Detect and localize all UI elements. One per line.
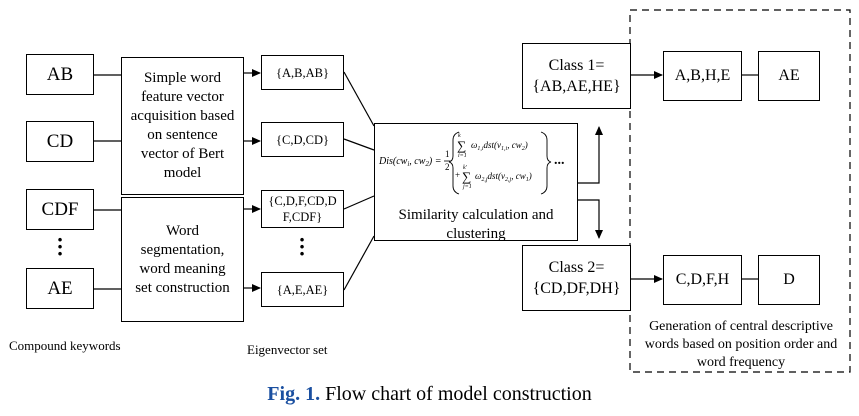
figure-title: Flow chart of model construction	[320, 383, 592, 405]
class2-set: {CD,DF,DH}	[532, 280, 621, 297]
segmentation-process-box: Word segmentation, word meaning set cons…	[121, 197, 244, 322]
similarity-label: Similarity calculation and clustering	[398, 207, 554, 242]
svg-text:+: +	[455, 170, 460, 180]
svg-text:∑: ∑	[457, 138, 466, 153]
svg-text:ω1,idst(v1,i, cw2): ω1,idst(v1,i, cw2)	[471, 140, 528, 152]
keyword-box-cd: CD	[26, 121, 94, 162]
class2-box: Class 2= {CD,DF,DH}	[522, 245, 631, 311]
class1-box: Class 1= {AB,AE,HE}	[522, 43, 631, 109]
svg-text:k': k'	[463, 165, 468, 171]
words2-box: C,D,F,H	[663, 255, 742, 305]
edge-sim-to-class2	[578, 199, 603, 239]
figure-number: Fig. 1.	[267, 383, 321, 405]
eigen-box-4: {A,E,AE}	[261, 272, 344, 307]
edge-eigen2-to-sim	[343, 138, 375, 151]
figure-caption: Fig. 1. Flow chart of model construction	[0, 383, 859, 406]
svg-text:1: 1	[445, 149, 450, 159]
eigen-ellipsis: ···	[298, 227, 306, 266]
distance-formula: Dis(cwi, cw2) = 1 2 ∑ k i=1 ω1,idst(v1,i…	[378, 131, 565, 195]
svg-text:k: k	[458, 133, 461, 139]
central2-box: D	[758, 255, 820, 305]
keyword-box-cdf: CDF	[26, 189, 94, 230]
svg-text:...: ...	[554, 153, 565, 168]
svg-text:Dis(cwi, cw2) =: Dis(cwi, cw2) =	[378, 156, 441, 168]
output-group-label: Generation of central descriptive words …	[644, 319, 838, 370]
similarity-box: Dis(cwi, cw2) = 1 2 ∑ k i=1 ω1,idst(v1,i…	[374, 123, 578, 242]
class1-title: Class 1=	[548, 57, 605, 74]
output-group-border	[629, 9, 851, 373]
eigen-caption: Eigenvector set	[247, 342, 328, 357]
edge-sim-to-class1	[578, 126, 603, 184]
svg-text:i=1: i=1	[458, 153, 467, 159]
class2-title: Class 2=	[548, 259, 605, 276]
edge-eigen1-to-sim	[343, 71, 375, 127]
keyword-ellipsis: ···	[56, 227, 64, 266]
eigen-box-2: {C,D,CD}	[261, 122, 344, 157]
svg-text:j=1: j=1	[462, 184, 472, 190]
edge-eigen3-to-sim	[343, 195, 375, 210]
svg-text:2: 2	[445, 162, 450, 172]
bert-process-box: Simple word feature vector acquisition b…	[121, 57, 244, 195]
eigen-box-3: {C,D,F,CD,D F,CDF}	[261, 190, 344, 228]
keywords-caption: Compound keywords	[9, 338, 121, 353]
svg-text:∑: ∑	[462, 169, 471, 184]
edge-eigen4-to-sim	[343, 235, 375, 291]
central1-box: AE	[758, 51, 820, 101]
words1-box: A,B,H,E	[663, 51, 742, 101]
keyword-box-ab: AB	[26, 54, 94, 95]
keyword-box-ae: AE	[26, 268, 94, 309]
eigen-box-1: {A,B,AB}	[261, 55, 344, 90]
class1-set: {AB,AE,HE}	[532, 78, 621, 95]
svg-text:ω2,jdst(v2,j, cw1): ω2,jdst(v2,j, cw1)	[475, 171, 532, 183]
